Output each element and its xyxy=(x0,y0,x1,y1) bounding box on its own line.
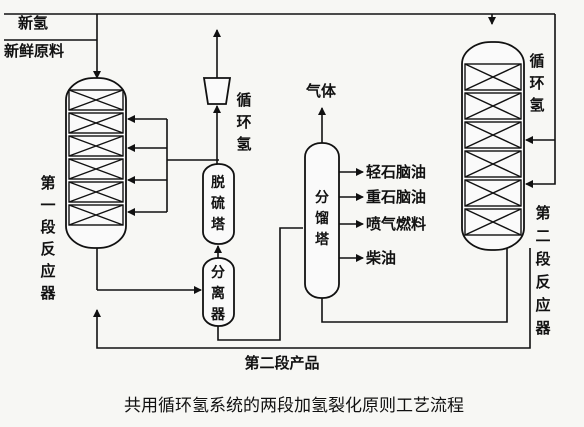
first-stage-reactor xyxy=(65,77,127,290)
separator-label-1: 分 xyxy=(211,265,225,281)
svg-text:氢: 氢 xyxy=(529,96,544,114)
reactor1-catalyst-beds xyxy=(68,89,124,226)
svg-text:氢: 氢 xyxy=(236,135,251,153)
product-label: 喷气燃料 xyxy=(366,215,426,233)
svg-text:循: 循 xyxy=(236,91,251,109)
second-stage-product-label: 第二段产品 xyxy=(244,354,319,372)
first-stage-reactor-label: 第 一 段 反 应 器 xyxy=(39,174,56,302)
svg-text:应: 应 xyxy=(40,262,55,280)
desulfurization-tower-label-1: 脱 xyxy=(211,174,225,191)
desulfurization-tower-label-3: 塔 xyxy=(211,216,226,233)
product-label: 轻石脑油 xyxy=(366,163,426,181)
feed-lines xyxy=(4,13,555,79)
fresh-feed-label: 新鲜原料 xyxy=(4,42,64,60)
product-lines xyxy=(339,168,364,262)
svg-text:第: 第 xyxy=(40,174,55,192)
product-label: 重石脑油 xyxy=(366,188,426,206)
svg-text:器: 器 xyxy=(534,319,551,337)
recycle-hydrogen-right-label: 循 环 氢 xyxy=(529,52,544,114)
gas-label: 气体 xyxy=(305,82,337,100)
fractionator: 分 馏 塔 xyxy=(304,107,340,299)
new-hydrogen-label: 新氢 xyxy=(18,14,48,32)
svg-text:二: 二 xyxy=(535,227,550,245)
second-stage-reactor-label: 第 二 段 反 应 器 xyxy=(534,204,551,337)
recycle-hydrogen-left-label: 循 环 氢 xyxy=(236,91,251,153)
separator-label-3: 器 xyxy=(210,307,226,323)
svg-text:段: 段 xyxy=(40,218,55,236)
separator: 分 离 器 xyxy=(202,257,235,327)
fractionator-label-1: 分 xyxy=(315,190,329,206)
svg-text:一: 一 xyxy=(40,196,55,214)
product-label: 柴油 xyxy=(365,249,396,267)
svg-text:反: 反 xyxy=(40,240,55,258)
fractionator-label-2: 馏 xyxy=(314,210,329,227)
reactor2-catalyst-beds xyxy=(464,63,522,236)
desulfurization-tower-label-2: 硫 xyxy=(211,195,225,212)
second-stage-reactor xyxy=(461,41,525,251)
svg-text:第: 第 xyxy=(535,204,550,222)
svg-text:环: 环 xyxy=(236,113,251,131)
svg-text:环: 环 xyxy=(529,74,544,92)
svg-text:循: 循 xyxy=(529,52,544,70)
svg-text:器: 器 xyxy=(39,284,56,302)
svg-text:应: 应 xyxy=(535,296,550,314)
svg-text:段: 段 xyxy=(535,250,550,268)
quench-lines xyxy=(127,115,219,216)
recycle-compressor xyxy=(202,29,232,105)
svg-text:反: 反 xyxy=(535,273,550,291)
separator-label-2: 离 xyxy=(211,285,225,302)
diagram-caption: 共用循环氢系统的两段加氢裂化原则工艺流程 xyxy=(124,396,464,416)
fractionator-label-3: 塔 xyxy=(315,231,330,248)
desulfurization-tower: 脱 硫 塔 xyxy=(202,163,235,245)
